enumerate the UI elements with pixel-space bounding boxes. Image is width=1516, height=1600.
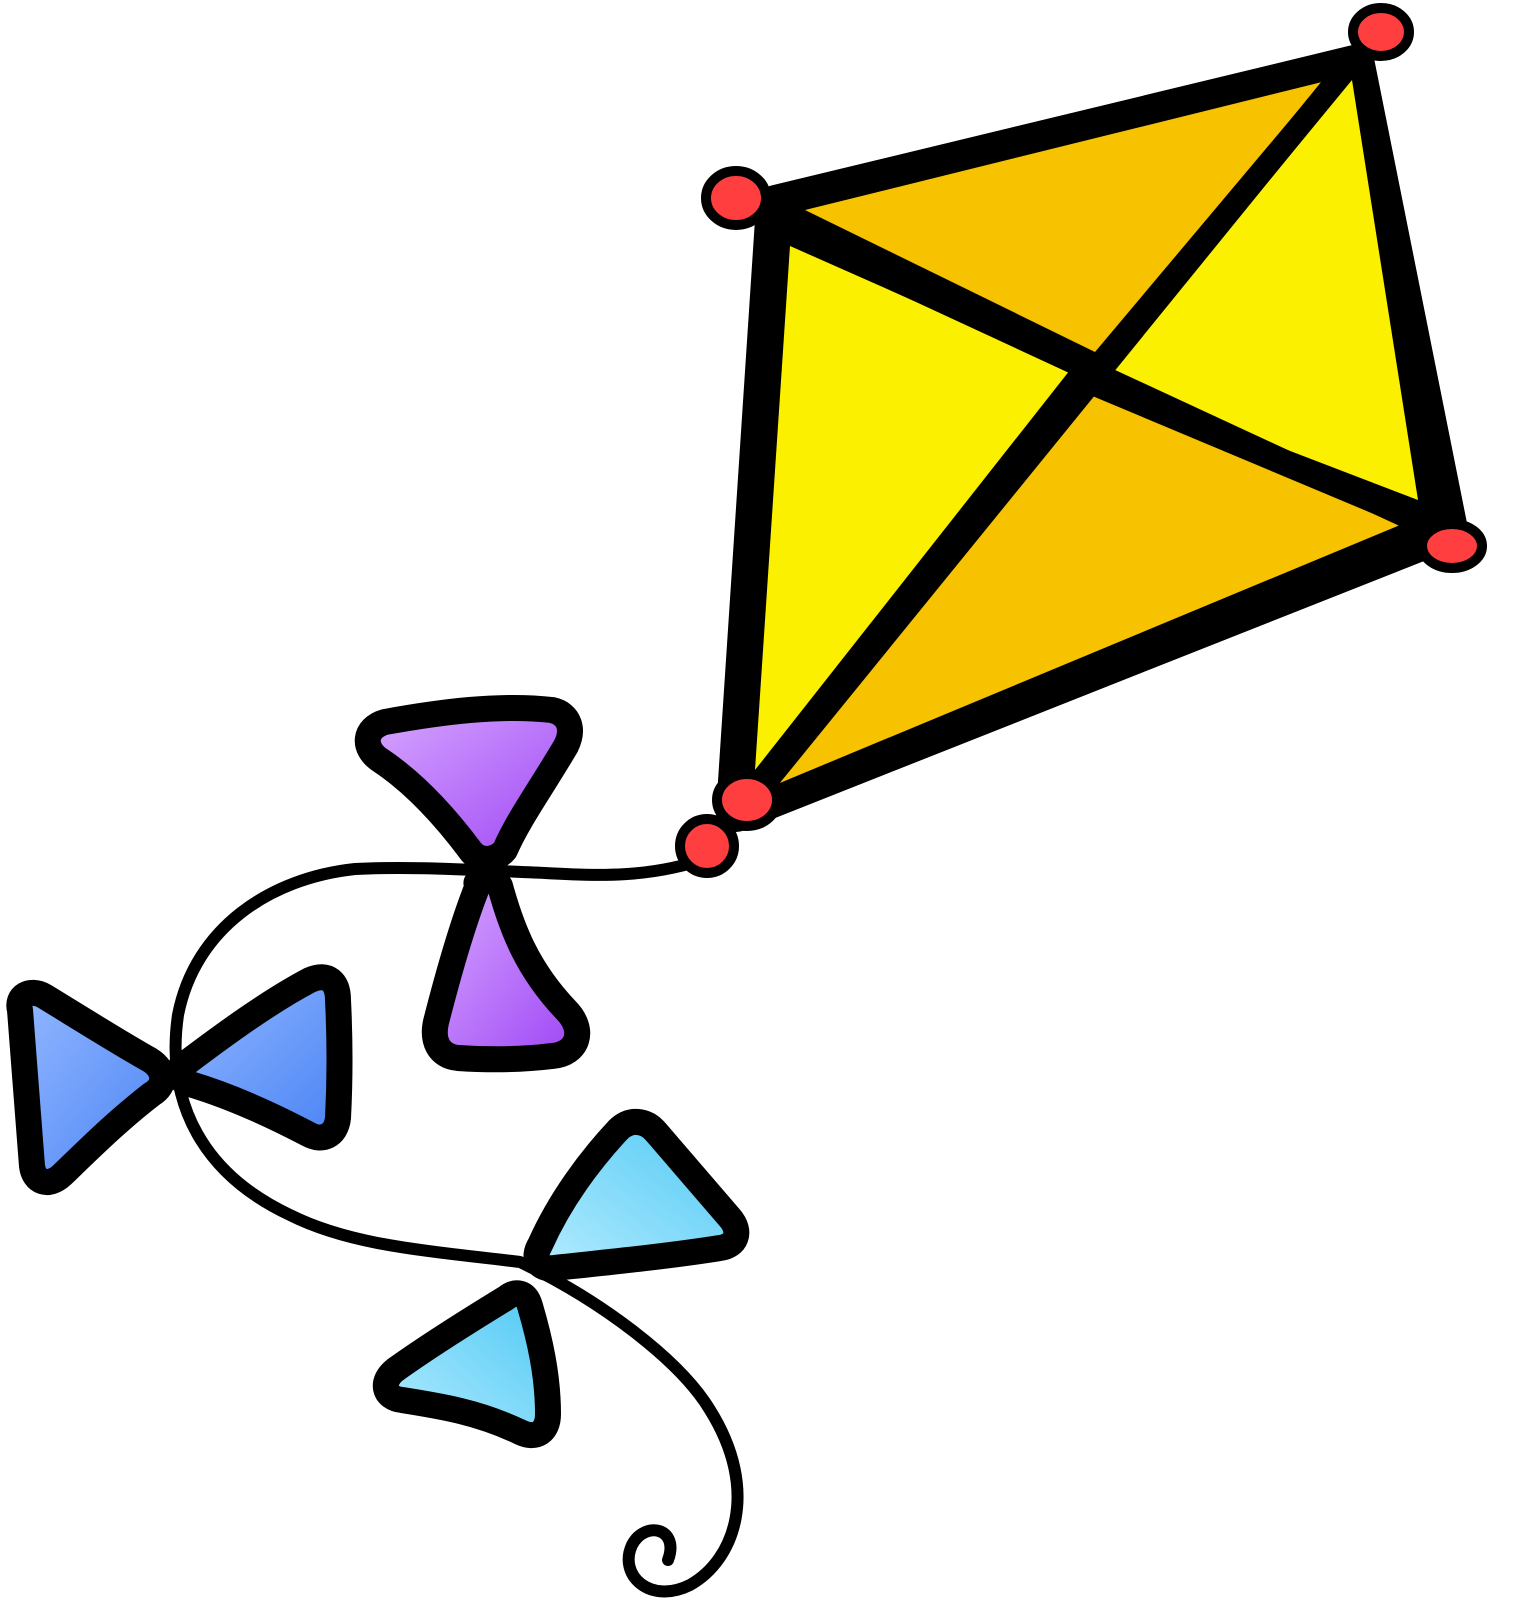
kite-body bbox=[675, 3, 1487, 878]
bow-sky bbox=[372, 1109, 750, 1449]
kite-panel-left bbox=[755, 246, 1070, 770]
bow-purple-top-wing bbox=[354, 694, 583, 872]
bow-purple-bottom-wing bbox=[421, 867, 591, 1073]
corner-cap-right bbox=[1417, 519, 1487, 573]
kite-tail-string bbox=[169, 852, 744, 1598]
bow-blue-left-wing bbox=[6, 979, 176, 1195]
corner-cap-left bbox=[701, 166, 771, 230]
corner-cap-bottom bbox=[712, 769, 782, 831]
kite-cross-sticks bbox=[749, 59, 1441, 801]
bow-purple bbox=[354, 694, 591, 1073]
string-knot bbox=[675, 814, 739, 878]
bow-blue bbox=[6, 964, 353, 1195]
kite-panel-top bbox=[805, 82, 1322, 352]
kite-corner-caps bbox=[675, 3, 1487, 878]
kite-panel-bottom bbox=[775, 395, 1400, 785]
bow-sky-bottom-wing bbox=[372, 1280, 561, 1449]
kite-panel-right bbox=[1105, 80, 1418, 500]
bow-blue-right-wing bbox=[165, 964, 353, 1151]
corner-cap-top bbox=[1348, 3, 1414, 61]
bow-sky-top-wing bbox=[523, 1109, 750, 1282]
